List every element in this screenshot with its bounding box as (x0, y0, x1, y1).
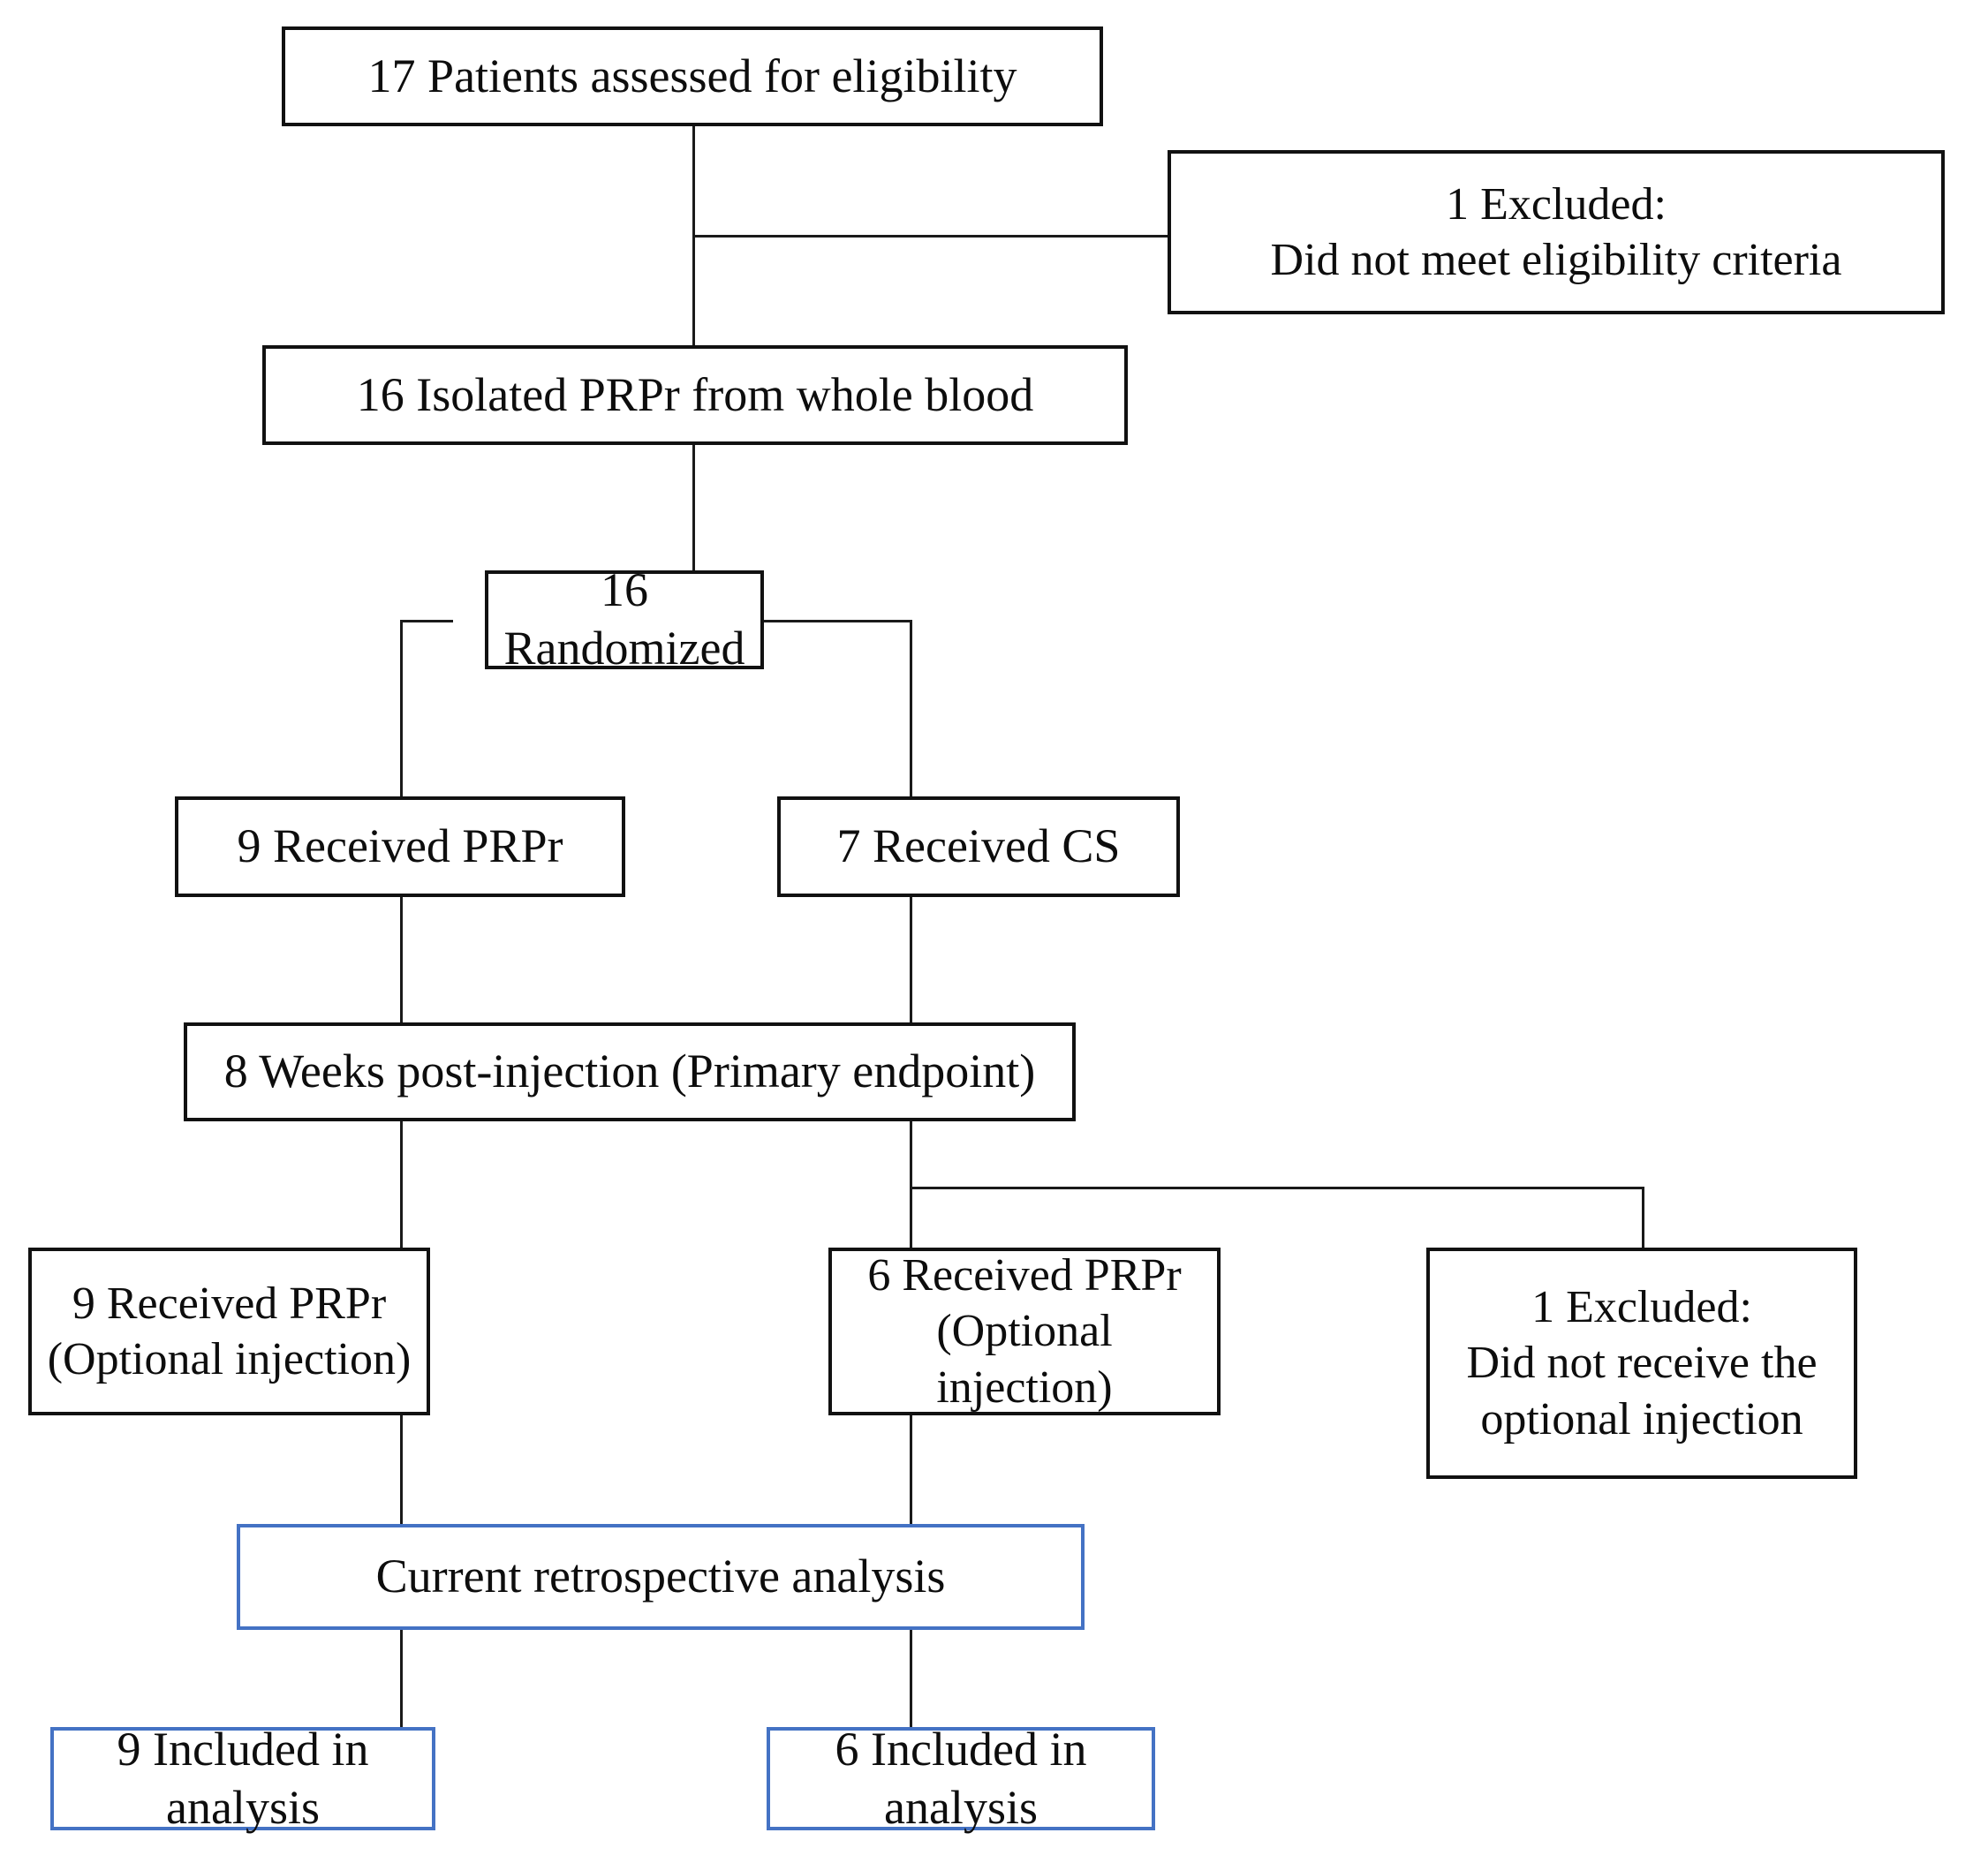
connector-endpoint-to-excluded-optional (910, 1187, 1644, 1189)
node-assessed-for-eligibility[interactable]: 17 Patients assessed for eligibility (282, 26, 1103, 126)
node-excluded-optional-label: 1 Excluded: Did not receive the optional… (1466, 1281, 1818, 1444)
node-included-right-label: 6 Included in analysis (835, 1722, 1087, 1834)
node-optional-mid-label: 6 Received PRPr (Optional injection) (867, 1249, 1182, 1413)
node-included-left-label: 9 Included in analysis (117, 1722, 369, 1834)
connector-assessed-to-excluded (692, 235, 1168, 238)
node-excluded-optional-injection[interactable]: 1 Excluded: Did not receive the optional… (1426, 1248, 1857, 1479)
connector-cs-to-endpoint (910, 896, 912, 1024)
node-included-in-analysis-left[interactable]: 9 Included in analysis (50, 1723, 435, 1834)
node-excluded-eligibility[interactable]: 1 Excluded: Did not meet eligibility cri… (1168, 150, 1945, 314)
node-included-in-analysis-right[interactable]: 6 Included in analysis (767, 1723, 1155, 1834)
connector-assessed-down (692, 125, 695, 373)
node-optional-left-label: 9 Received PRPr (Optional injection) (47, 1278, 412, 1384)
connector-isolated-down (692, 445, 695, 573)
node-primary-endpoint-label: 8 Weeks post-injection (Primary endpoint… (223, 1045, 1036, 1098)
connector-randomized-left-down (400, 620, 403, 796)
node-received-prpr-label: 9 Received PRPr (237, 819, 563, 873)
connector-prpr-to-endpoint (400, 896, 403, 1024)
connector-randomized-left (400, 620, 453, 622)
connector-optional-left-to-retrospective (400, 1414, 403, 1525)
node-primary-endpoint[interactable]: 8 Weeks post-injection (Primary endpoint… (184, 1022, 1076, 1121)
node-retrospective-label: Current retrospective analysis (375, 1550, 946, 1603)
node-received-cs[interactable]: 7 Received CS (777, 796, 1180, 897)
node-current-retrospective-analysis[interactable]: Current retrospective analysis (237, 1524, 1085, 1630)
node-randomized-label: 16 Randomized (503, 563, 745, 675)
connector-randomized-right (760, 620, 912, 622)
node-assessed-label: 17 Patients assessed for eligibility (367, 49, 1017, 102)
node-excluded-eligibility-label: 1 Excluded: Did not meet eligibility cri… (1270, 178, 1842, 285)
connector-randomized-right-down (910, 620, 912, 796)
connector-retrospective-to-included-right (910, 1629, 912, 1728)
connector-endpoint-to-optional-left (400, 1120, 403, 1248)
node-optional-injection-prpr-left[interactable]: 9 Received PRPr (Optional injection) (28, 1248, 430, 1415)
node-isolated-label: 16 Isolated PRPr from whole blood (356, 367, 1034, 421)
node-received-cs-label: 7 Received CS (836, 819, 1121, 873)
connector-optional-mid-to-retrospective (910, 1414, 912, 1525)
node-randomized[interactable]: 16 Randomized (485, 563, 764, 675)
node-isolated-prpr[interactable]: 16 Isolated PRPr from whole blood (262, 345, 1128, 445)
connector-endpoint-to-optional-mid (910, 1120, 912, 1248)
connector-retrospective-to-included-left (400, 1629, 403, 1728)
node-received-prpr[interactable]: 9 Received PRPr (175, 796, 625, 897)
connector-excluded-optional-down (1642, 1187, 1644, 1248)
node-optional-injection-prpr-mid[interactable]: 6 Received PRPr (Optional injection) (828, 1248, 1221, 1415)
